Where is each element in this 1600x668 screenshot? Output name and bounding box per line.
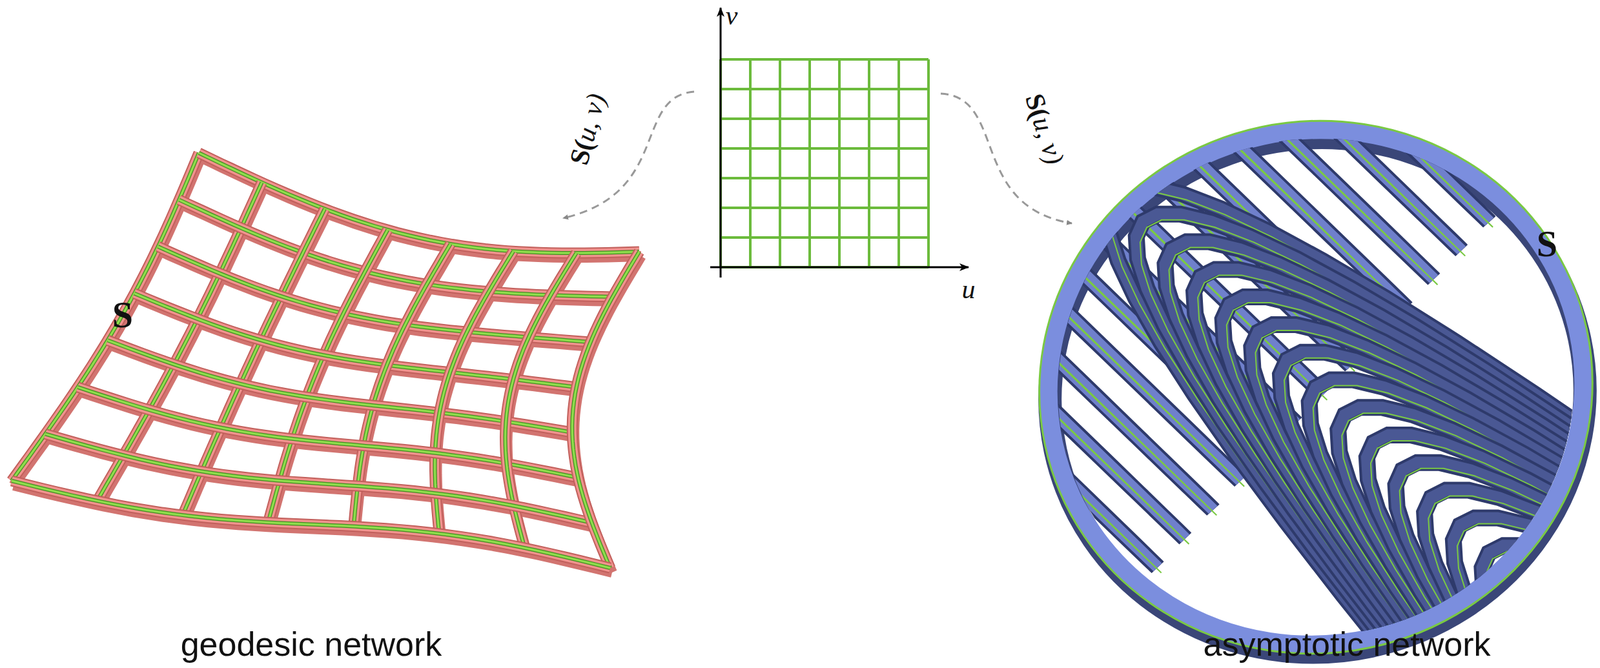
grid-line [748, 59, 752, 268]
strip-edge [0, 0, 1185, 539]
asymptotic-curve [0, 0, 1300, 429]
strip [0, 0, 1213, 510]
asymptotic-curve [0, 0, 1245, 487]
strip [0, 0, 1185, 539]
asymptotic-curve [0, 0, 1272, 458]
strip-edge [0, 0, 1324, 395]
strip-edge [0, 0, 1213, 510]
strip [0, 0, 1241, 482]
strip-edge [0, 0, 1517, 193]
grid-line [720, 58, 929, 61]
geodesic-curve [11, 481, 611, 569]
strip-edge [0, 0, 1158, 568]
strip-edge [0, 0, 1241, 482]
strip-edge [0, 0, 1489, 222]
strip-edge [1482, 545, 1600, 668]
strip-edge [0, 0, 1407, 308]
axis-label: v [725, 1, 739, 30]
strip-edge [1280, 352, 1600, 668]
v-axis [719, 7, 722, 278]
caption-text: asymptotic network [1202, 627, 1491, 662]
strip [0, 0, 1324, 395]
curve-edge [572, 251, 640, 569]
asymptotic-curve [1514, 579, 1600, 668]
parameter-grid [720, 59, 929, 268]
strip [0, 0, 1296, 423]
strip [11, 153, 199, 482]
grid-line [778, 59, 782, 268]
curve-edge [11, 153, 199, 482]
grid-line [720, 236, 929, 239]
map-label: S(u, v) [1020, 90, 1070, 168]
axis-label: u [962, 275, 976, 303]
asymptotic-curve [0, 0, 1217, 516]
asymptotic-curve [0, 0, 1134, 602]
strip-edge [11, 481, 611, 569]
strip-edge [0, 0, 1269, 452]
grid-line [867, 59, 871, 268]
caption-text: geodesic network [180, 627, 443, 662]
curve-edge [11, 481, 611, 569]
asymptotic-curve [0, 0, 1189, 545]
strip [0, 0, 1489, 222]
u-axis [710, 266, 969, 269]
strip-edge [0, 0, 1296, 423]
asymptotic-curve [0, 0, 1521, 199]
asymptotic-curve [0, 0, 1327, 401]
asymptotic-curve [0, 0, 1493, 228]
strip [0, 0, 1130, 596]
strip [1482, 545, 1600, 668]
grid-line [927, 59, 930, 268]
strip [0, 0, 1407, 308]
strip-edge [11, 153, 199, 482]
asymptotic-curve [0, 0, 1411, 314]
strip [572, 251, 640, 569]
surface-label: S [112, 296, 134, 334]
geodesic-surface [11, 153, 642, 573]
strip [1280, 352, 1600, 668]
map-label: S(u, v) [564, 90, 611, 168]
strip-edge [572, 251, 640, 569]
grid-line [720, 176, 929, 180]
grid-line [838, 59, 841, 268]
grid-line [720, 87, 929, 91]
strip [0, 0, 1517, 193]
strip [0, 0, 1269, 452]
strip [11, 481, 611, 569]
strip-edge [0, 0, 1130, 596]
grid-line [720, 117, 929, 121]
grid-line [720, 206, 929, 210]
strip [1510, 573, 1600, 668]
grid-line [897, 59, 901, 268]
grid-line [720, 147, 929, 150]
asymptotic-curve [0, 0, 1162, 574]
strip [0, 0, 1158, 568]
grid-line [808, 59, 811, 268]
surface-label: S [1536, 225, 1558, 263]
geodesic-curve [11, 153, 199, 482]
strip-edge [1510, 573, 1600, 668]
asymptotic-curve [1486, 551, 1600, 668]
geodesic-curve [572, 251, 640, 569]
